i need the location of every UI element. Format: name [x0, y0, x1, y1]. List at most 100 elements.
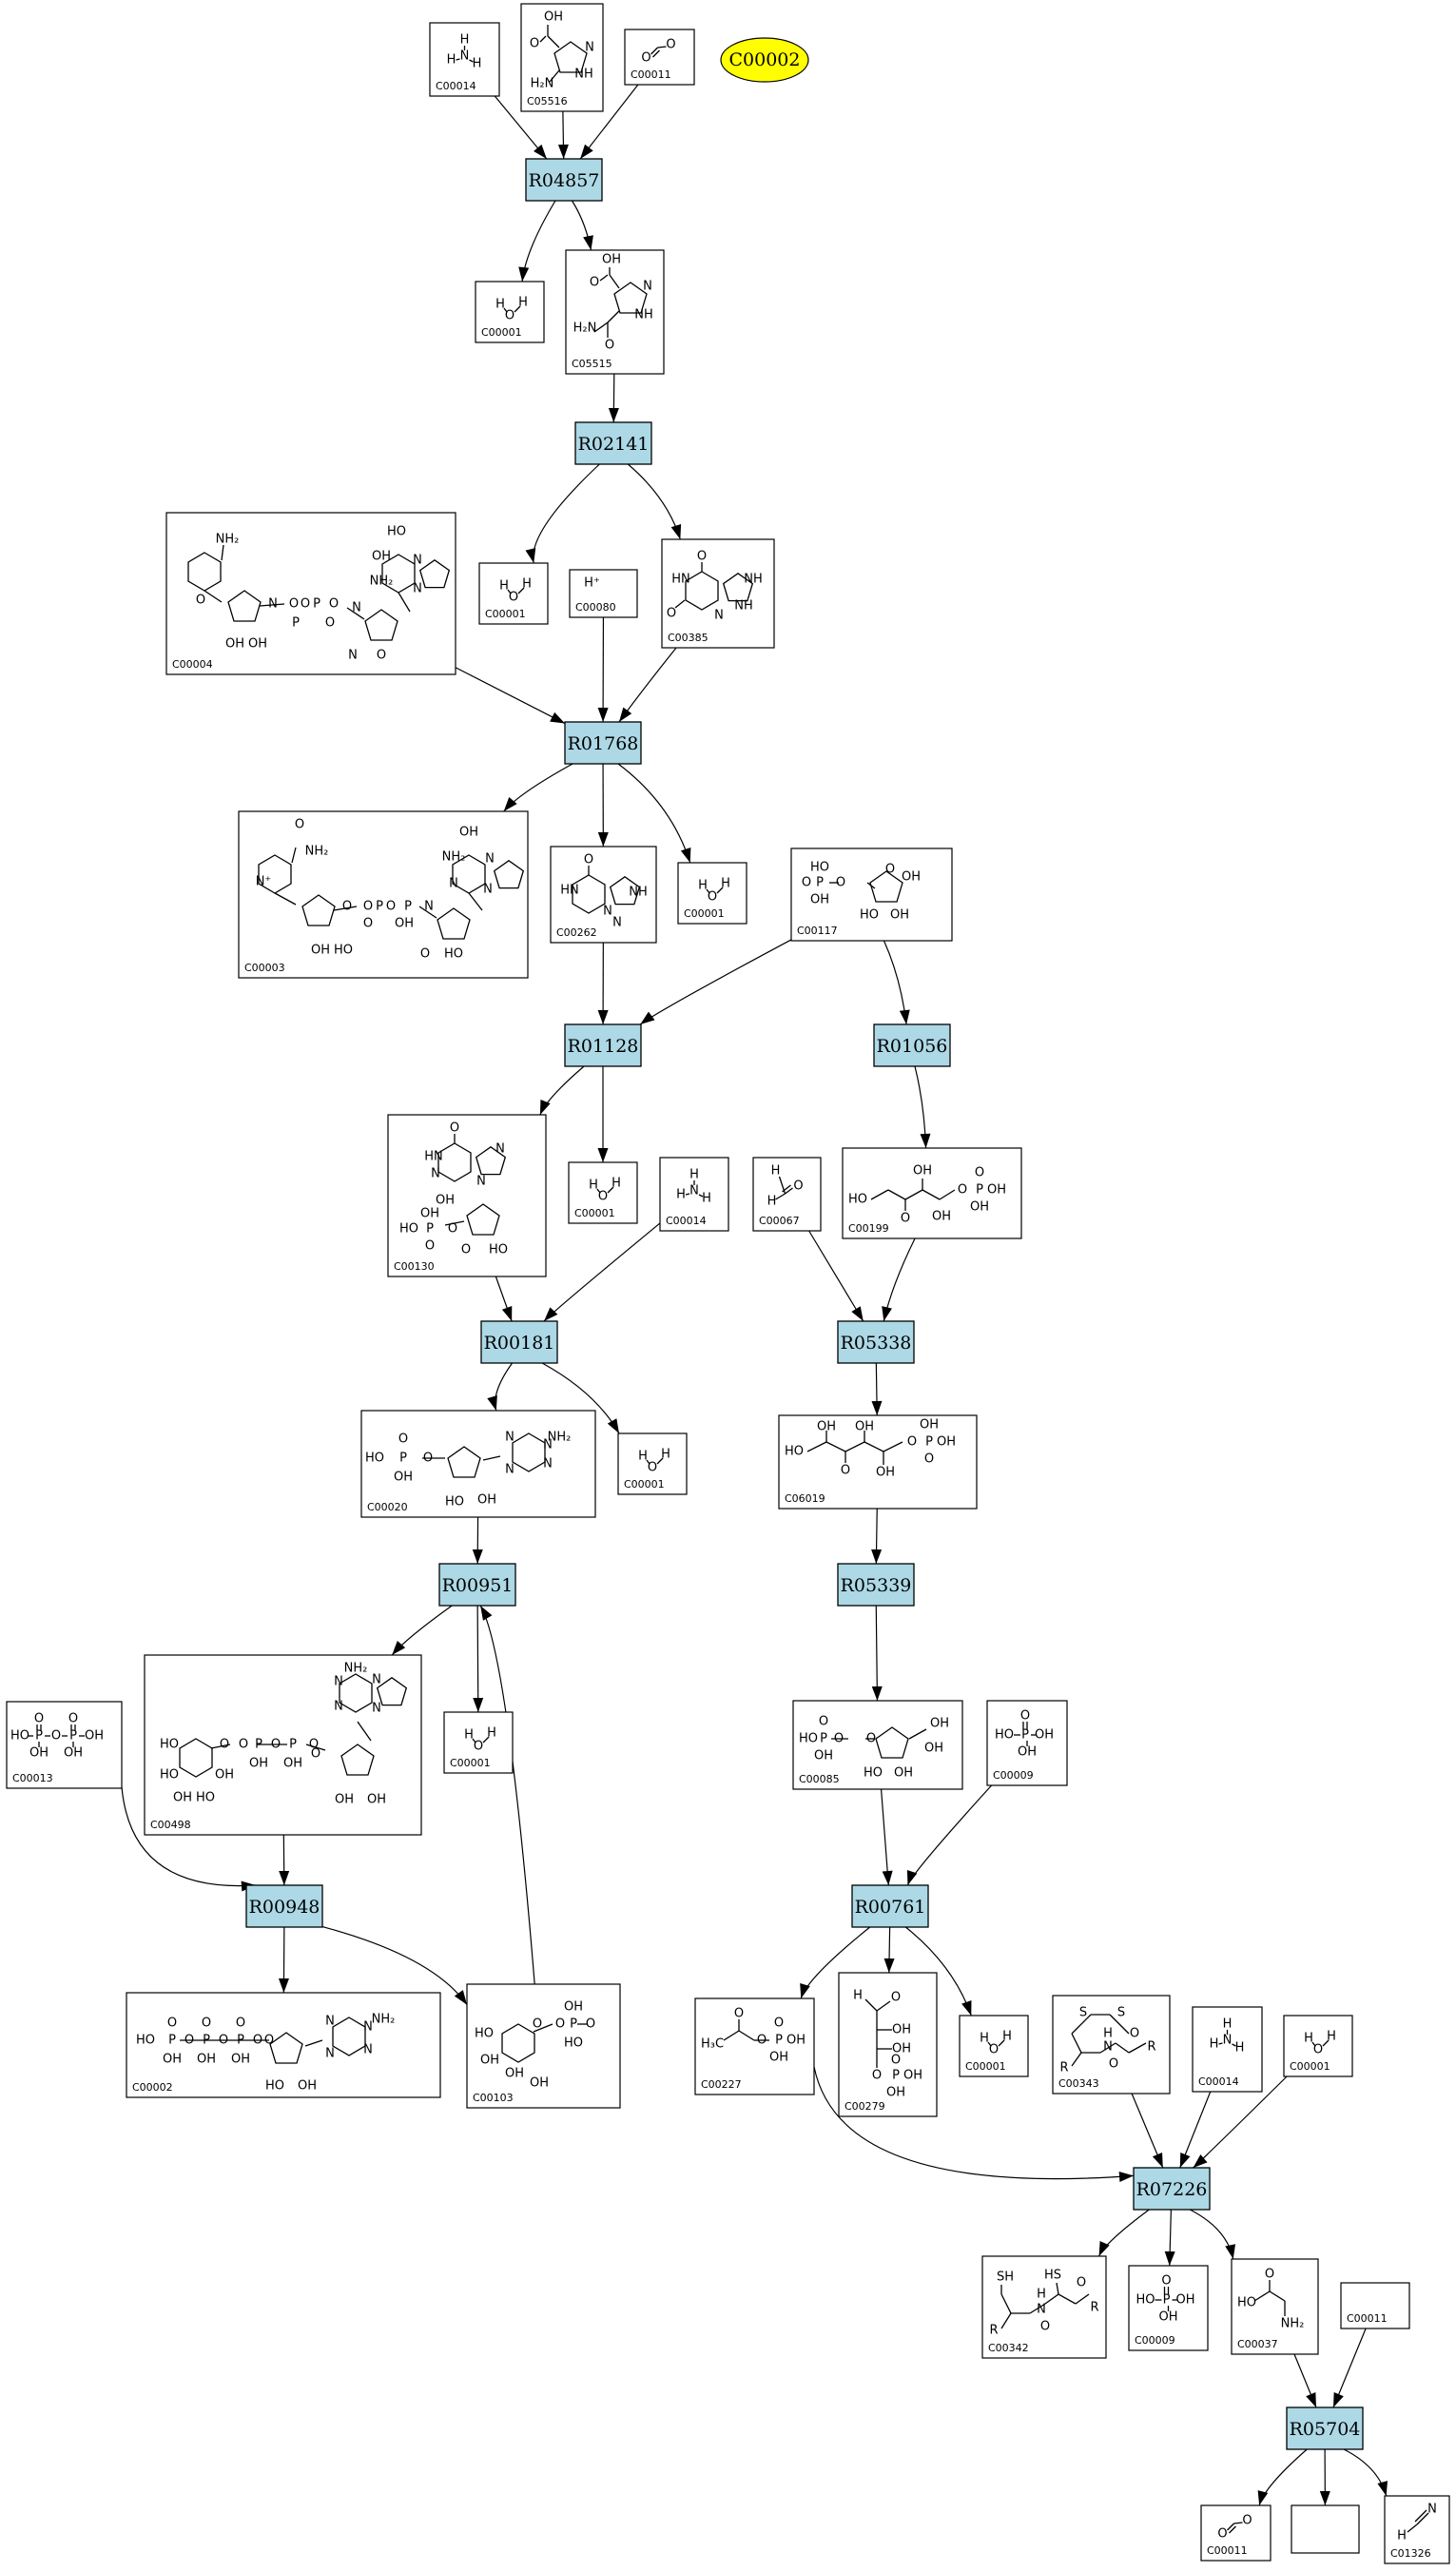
atom-label: O [474, 1740, 483, 1754]
arrowhead [640, 1011, 655, 1024]
arrowhead [544, 1307, 558, 1321]
atom-label: OH [1018, 1745, 1037, 1760]
atom-label: O [555, 2017, 565, 2032]
atom-label: P [168, 2034, 176, 2048]
reaction-node-r05338[interactable]: R05338 [837, 1320, 915, 1364]
atom-label: O [1109, 2057, 1118, 2072]
reaction-node-r05704[interactable]: R05704 [1286, 2406, 1364, 2450]
compound-box [677, 862, 747, 925]
atom-label: H₃C [701, 2037, 724, 2052]
atom-label: OH [85, 1729, 104, 1744]
reaction-node-r05339[interactable]: R05339 [837, 1563, 915, 1607]
compound-node-c00080[interactable]: H⁺C00080 [569, 569, 638, 618]
arrowhead [680, 848, 691, 863]
atom-label: O [641, 51, 650, 66]
atom-label: O [866, 1732, 876, 1746]
reaction-node-r01056[interactable]: R01056 [873, 1023, 951, 1067]
atom-label: H [495, 298, 505, 312]
compound-box [466, 1983, 621, 2109]
atom-label: NH₂ [1281, 2317, 1305, 2331]
reaction-node-r00951[interactable]: R00951 [438, 1563, 516, 1607]
reaction-node-r00181[interactable]: R00181 [480, 1320, 558, 1364]
highlighted-compound-node[interactable]: C00002 [720, 37, 809, 83]
arrowhead [1193, 2154, 1208, 2168]
reaction-box [873, 1023, 951, 1067]
reaction-node-r01128[interactable]: R01128 [564, 1023, 642, 1067]
reaction-node-r01768[interactable]: R01768 [564, 721, 642, 765]
reaction-box [1286, 2406, 1364, 2450]
compound-id-label: C00020 [367, 1501, 408, 1513]
atom-label: O [975, 1166, 984, 1180]
compound-node-c00011[interactable]: C00011 [1340, 2282, 1410, 2329]
atom-label: O [1313, 2043, 1323, 2057]
compound-id-label: C00067 [759, 1215, 800, 1227]
atom-label: OH [231, 2053, 250, 2067]
edge-n9-R01768 [455, 667, 566, 725]
compound-box [126, 1992, 441, 2098]
atom-label: OH [903, 2069, 922, 2083]
reaction-node-r02141[interactable]: R02141 [574, 421, 652, 465]
edge-n25-R00761 [880, 1788, 889, 1886]
reaction-node-r07226[interactable]: R07226 [1133, 2167, 1211, 2211]
compound-node-unlabeled[interactable] [1291, 2504, 1360, 2554]
atom-label: NH [634, 308, 653, 322]
atom-label: H [702, 1192, 711, 1206]
arrowhead [473, 1697, 484, 1712]
arrowhead [906, 1870, 918, 1885]
compound-box [569, 569, 638, 618]
compound-id-label: C00011 [1207, 2544, 1248, 2557]
atom-label: H [1223, 2017, 1233, 2032]
arrowhead [670, 524, 682, 539]
reaction-node-r00948[interactable]: R00948 [245, 1884, 323, 1928]
atom-label: O [841, 1464, 850, 1478]
atom-label: P [35, 1729, 43, 1744]
atom-label: H [487, 1726, 496, 1741]
arrowhead [1118, 2171, 1134, 2182]
atom-label: OH [924, 1742, 943, 1756]
atom-label: O [398, 1432, 408, 1447]
reaction-node-r04857[interactable]: R04857 [525, 158, 603, 202]
edges [121, 84, 1388, 2506]
edge-n28-R00951 [479, 1605, 535, 1985]
atom-label: HO [136, 2034, 155, 2048]
reaction-node-r00761[interactable]: R00761 [851, 1884, 929, 1928]
